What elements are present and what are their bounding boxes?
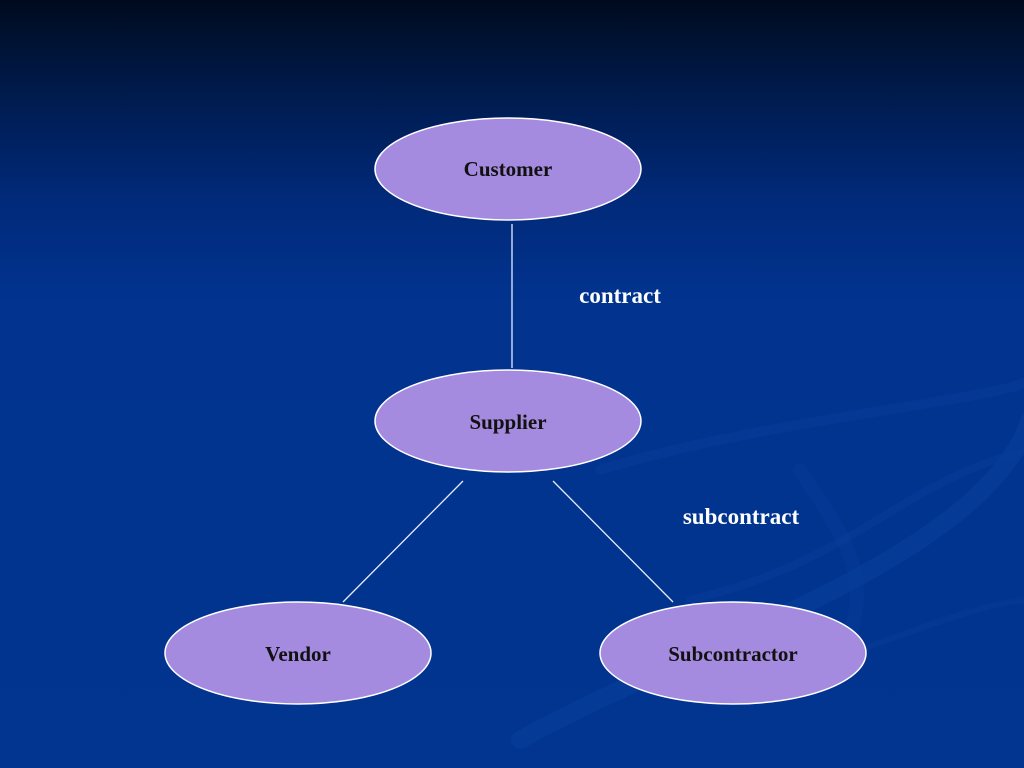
node-supplier-label: Supplier [469,410,546,434]
node-subcontractor-label: Subcontractor [668,642,798,666]
node-vendor-shape [164,601,432,705]
background-swirl-decoration [511,377,1024,749]
node-vendor: Vendor [164,601,432,705]
node-customer: Customer [374,117,642,221]
edge-supplier-subcontractor [552,480,674,603]
node-customer-shape [374,117,642,221]
edge-supplier-vendor [342,480,464,603]
node-customer-label: Customer [464,157,553,181]
node-supplier-shape [374,369,642,473]
node-subcontractor: Subcontractor [599,601,867,705]
node-subcontractor-shape [599,601,867,705]
edge-label-contract: contract [579,283,661,308]
node-vendor-label: Vendor [265,642,331,666]
node-supplier: Supplier [374,369,642,473]
edge-label-subcontract: subcontract [683,504,800,529]
